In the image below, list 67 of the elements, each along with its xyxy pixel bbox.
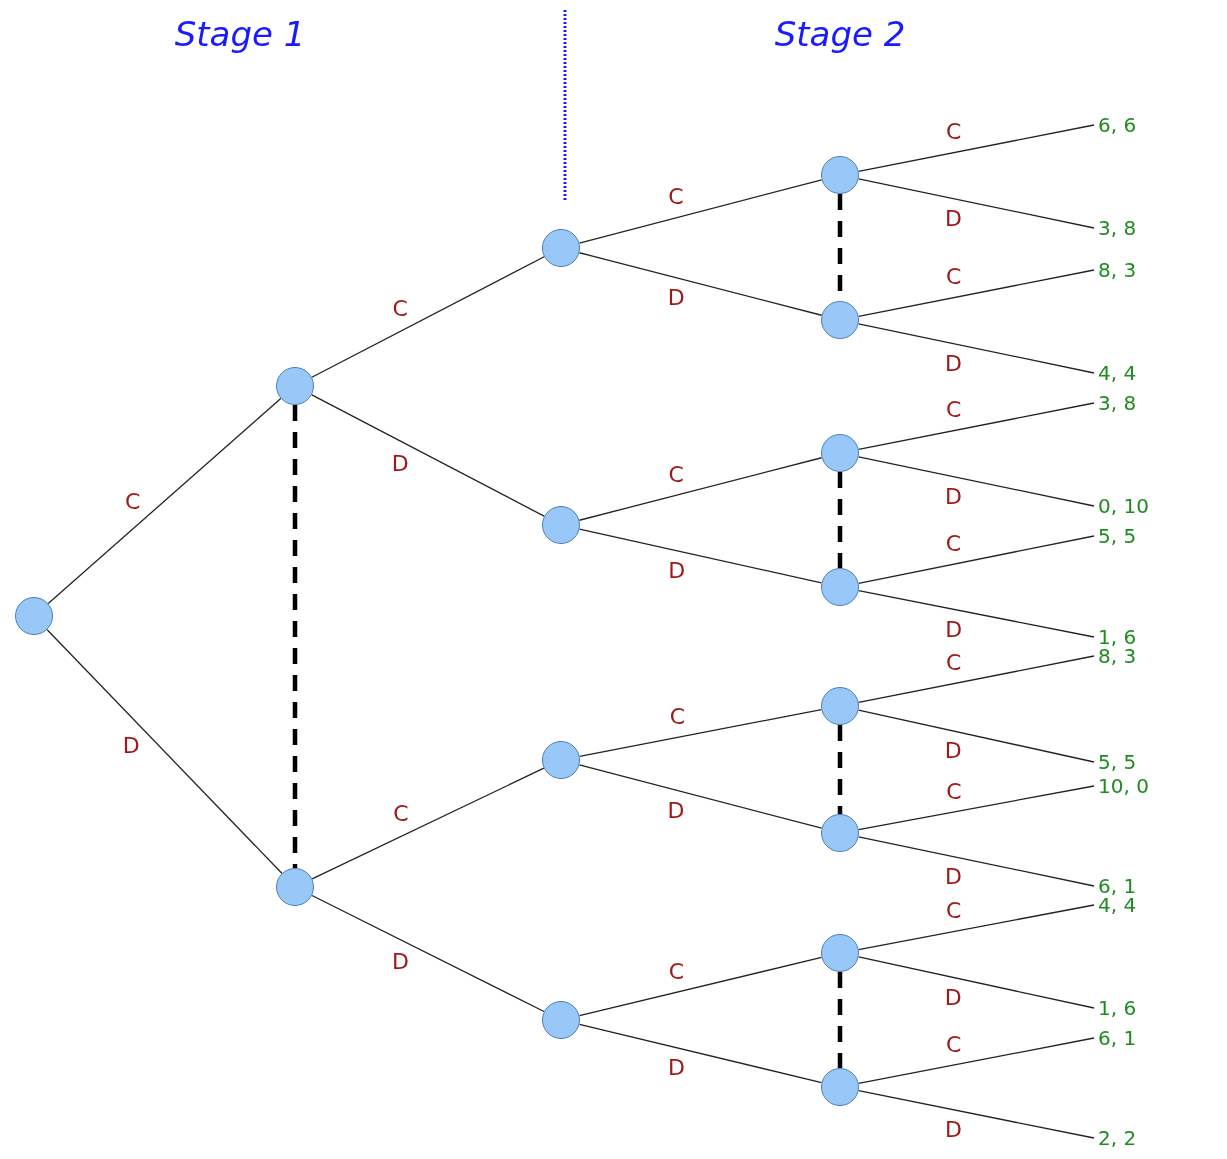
decision-node — [276, 367, 314, 405]
dashed-line — [837, 725, 843, 814]
stage-label: Stage 1 — [174, 14, 306, 54]
decision-node — [821, 434, 859, 472]
branch-line — [578, 764, 823, 829]
decision-node — [276, 868, 314, 906]
branch-line — [858, 269, 1095, 318]
branch-line — [578, 1023, 823, 1084]
decision-node — [821, 1068, 859, 1106]
branch-line — [311, 256, 545, 378]
decision-node — [821, 687, 859, 725]
branch-line — [857, 178, 1095, 229]
branch-line — [858, 1037, 1095, 1085]
branch-line — [858, 124, 1095, 173]
decision-node — [542, 1001, 580, 1039]
branch-line — [857, 709, 1095, 763]
branch-line — [858, 535, 1095, 584]
dashed-line — [837, 472, 843, 568]
payoff-text: 0, 10 — [1098, 497, 1149, 515]
payoff-text: 8, 3 — [1098, 261, 1137, 279]
branch-line — [311, 394, 545, 517]
decision-node — [15, 597, 53, 635]
branch-line — [857, 836, 1095, 887]
payoff-text: 6, 1 — [1098, 1029, 1137, 1047]
payoff-text: 5, 5 — [1098, 753, 1137, 771]
decision-node — [821, 568, 859, 606]
payoff-text: 5, 5 — [1098, 527, 1137, 545]
branch-line — [858, 655, 1095, 704]
branch-line — [578, 457, 823, 521]
decision-node — [821, 934, 859, 972]
branch-line — [46, 629, 283, 874]
stage-label: Stage 2 — [774, 14, 906, 54]
branch-line — [578, 179, 823, 244]
branch-line — [311, 767, 545, 880]
branch-line — [858, 589, 1095, 638]
branch-line — [857, 456, 1095, 507]
branch-line — [47, 397, 282, 605]
payoff-text: 3, 8 — [1098, 219, 1137, 237]
branch-line — [578, 528, 823, 584]
branch-line — [857, 956, 1095, 1009]
decision-node — [542, 741, 580, 779]
payoff-text: 10, 0 — [1098, 777, 1149, 795]
payoff-text: 4, 4 — [1098, 364, 1137, 382]
payoff-text: 4, 4 — [1098, 896, 1137, 914]
payoff-text: 1, 6 — [1098, 628, 1137, 646]
branch-line — [858, 402, 1095, 451]
payoff-text: 8, 3 — [1098, 647, 1137, 665]
branch-line — [578, 252, 823, 316]
branch-line — [858, 904, 1095, 951]
branch-line — [857, 323, 1095, 374]
payoff-text: 1, 6 — [1098, 999, 1137, 1017]
payoff-text: 2, 2 — [1098, 1129, 1137, 1147]
decision-node — [821, 814, 859, 852]
dashed-line — [837, 972, 843, 1068]
branch-line — [579, 708, 822, 758]
payoff-text: 3, 8 — [1098, 394, 1137, 412]
decision-node — [821, 156, 859, 194]
decision-node — [542, 229, 580, 267]
dashed-line — [292, 405, 298, 868]
branch-line — [578, 956, 823, 1017]
decision-node — [542, 506, 580, 544]
branch-line — [311, 894, 545, 1013]
branch-line — [858, 1090, 1095, 1139]
decision-node — [821, 301, 859, 339]
branch-line — [858, 785, 1095, 831]
payoff-text: 6, 6 — [1098, 116, 1137, 134]
payoff-text: 6, 1 — [1098, 877, 1137, 895]
